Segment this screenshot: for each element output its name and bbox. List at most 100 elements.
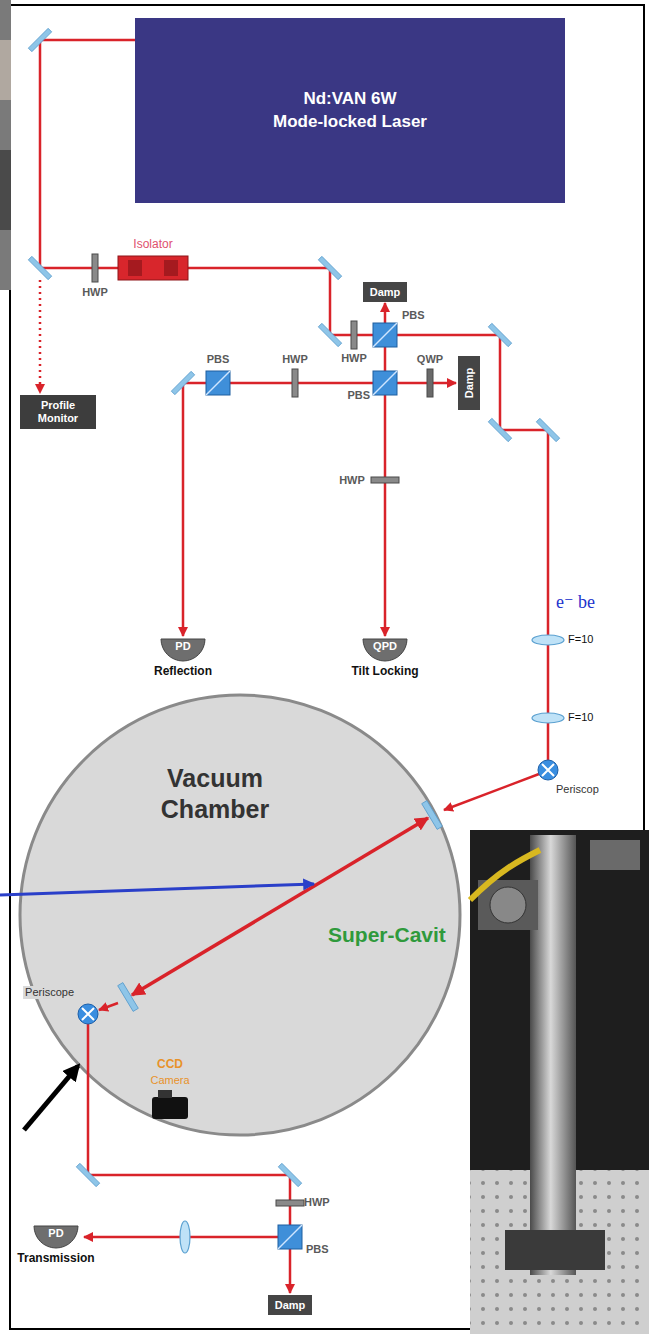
beam-splitter (206, 371, 230, 395)
mount (590, 840, 640, 870)
focal-length: F=10 (568, 633, 593, 646)
base (505, 1230, 605, 1270)
laser-beam (384, 347, 387, 371)
part-label: HWP (304, 1196, 330, 1209)
photodiode-icon: PD (160, 638, 206, 662)
laser-box: Nd:VAN 6WMode-locked Laser (135, 18, 565, 203)
frame-border (10, 5, 644, 1329)
mirror (536, 418, 559, 441)
mirror (76, 1163, 99, 1186)
lens (532, 635, 564, 645)
photo-strip (0, 0, 11, 290)
photo-strip (0, 40, 11, 100)
node-text: Damp (463, 368, 475, 399)
photodiode-icon (161, 639, 205, 661)
node-text: Tilt Locking (351, 664, 418, 678)
waveplate (351, 321, 357, 349)
beam-splitter (206, 371, 230, 395)
mirror (318, 323, 341, 346)
isolator (118, 256, 188, 280)
part-label: PBS (347, 389, 370, 402)
camera-icon (158, 1090, 172, 1098)
node-text: QPD (362, 638, 408, 654)
photodiode-icon: QPD (362, 638, 408, 662)
node-text: PD (160, 638, 206, 654)
monitor-box: Profile Monitor (20, 395, 96, 429)
beam-label: e⁻ be (556, 592, 595, 613)
isolator (164, 260, 178, 276)
waveplate (276, 1200, 304, 1206)
chamber-outline (18, 693, 462, 1137)
mirror (28, 256, 51, 279)
node-text: Damp (275, 1295, 306, 1315)
focal-length: F=10 (568, 711, 593, 724)
mirror (318, 256, 341, 279)
node-text: Vacuum Chamber (130, 763, 300, 826)
photodiode: PD Reflection (154, 638, 212, 678)
periscope-symbol (542, 764, 554, 776)
waveplate (92, 254, 98, 282)
photodiode-icon (363, 639, 407, 661)
node-text: Super-Cavit (328, 923, 446, 947)
beam-splitter (373, 323, 397, 347)
mirror (28, 28, 51, 51)
waveplate (292, 369, 298, 397)
laser-beam (397, 335, 548, 760)
node-text: PD (33, 1225, 79, 1241)
part-label: Periscop (556, 783, 599, 796)
beam-splitter (278, 1225, 302, 1249)
mirror (488, 418, 511, 441)
part-label: HWP (82, 286, 108, 299)
leak-beam (39, 280, 42, 393)
part-label: HWP (341, 352, 367, 365)
part-label: QWP (417, 353, 443, 366)
part-label: HWP (339, 474, 365, 487)
beam-splitter (278, 1225, 302, 1249)
beam-splitter (373, 371, 397, 395)
periscope-symbol (78, 1004, 98, 1024)
laser-beam (444, 774, 539, 810)
chamber-outline (20, 695, 460, 1135)
mount (490, 887, 526, 923)
isolator (128, 260, 142, 276)
part-label: Periscope (23, 986, 76, 999)
photodiode-icon: PD (33, 1225, 79, 1249)
node-text: Profile Monitor (24, 399, 92, 425)
node-text: Transmission (17, 1251, 94, 1265)
photo-strip (0, 0, 11, 290)
part-label: PBS (402, 309, 425, 322)
lens (532, 713, 564, 723)
hardware-photo (470, 830, 649, 1334)
mirror (171, 371, 194, 394)
periscope-symbol (78, 1004, 98, 1024)
beam-splitter (373, 371, 397, 395)
node-text: Reflection (154, 664, 212, 678)
part-label: PBS (207, 353, 230, 366)
pointer-arrow (24, 1066, 78, 1130)
damp-box: Damp (268, 1295, 313, 1315)
isolator (118, 256, 188, 280)
part-label: Camera (150, 1074, 189, 1087)
waveplate (427, 369, 433, 397)
damp-box: Damp (458, 356, 480, 410)
mirror (278, 1163, 301, 1186)
laser-beam (289, 1249, 292, 1293)
laser-beam (384, 395, 387, 636)
periscope-symbol (82, 1008, 94, 1020)
laser-beam (183, 383, 206, 636)
photodiode: PD Transmission (17, 1225, 94, 1265)
beam-splitter (373, 323, 397, 347)
hardware-photo (470, 830, 649, 1334)
photo-strip (0, 150, 11, 230)
mirror (488, 323, 511, 346)
photodiode-icon (34, 1226, 78, 1248)
part-label: HWP (282, 353, 308, 366)
beam-splitter (373, 323, 397, 347)
part-label: CCD (157, 1058, 183, 1072)
damp-box: Damp (363, 282, 408, 302)
laser-beam (384, 303, 387, 323)
camera-icon (152, 1097, 188, 1119)
node-text: Damp (370, 282, 401, 302)
beam-splitter (373, 371, 397, 395)
